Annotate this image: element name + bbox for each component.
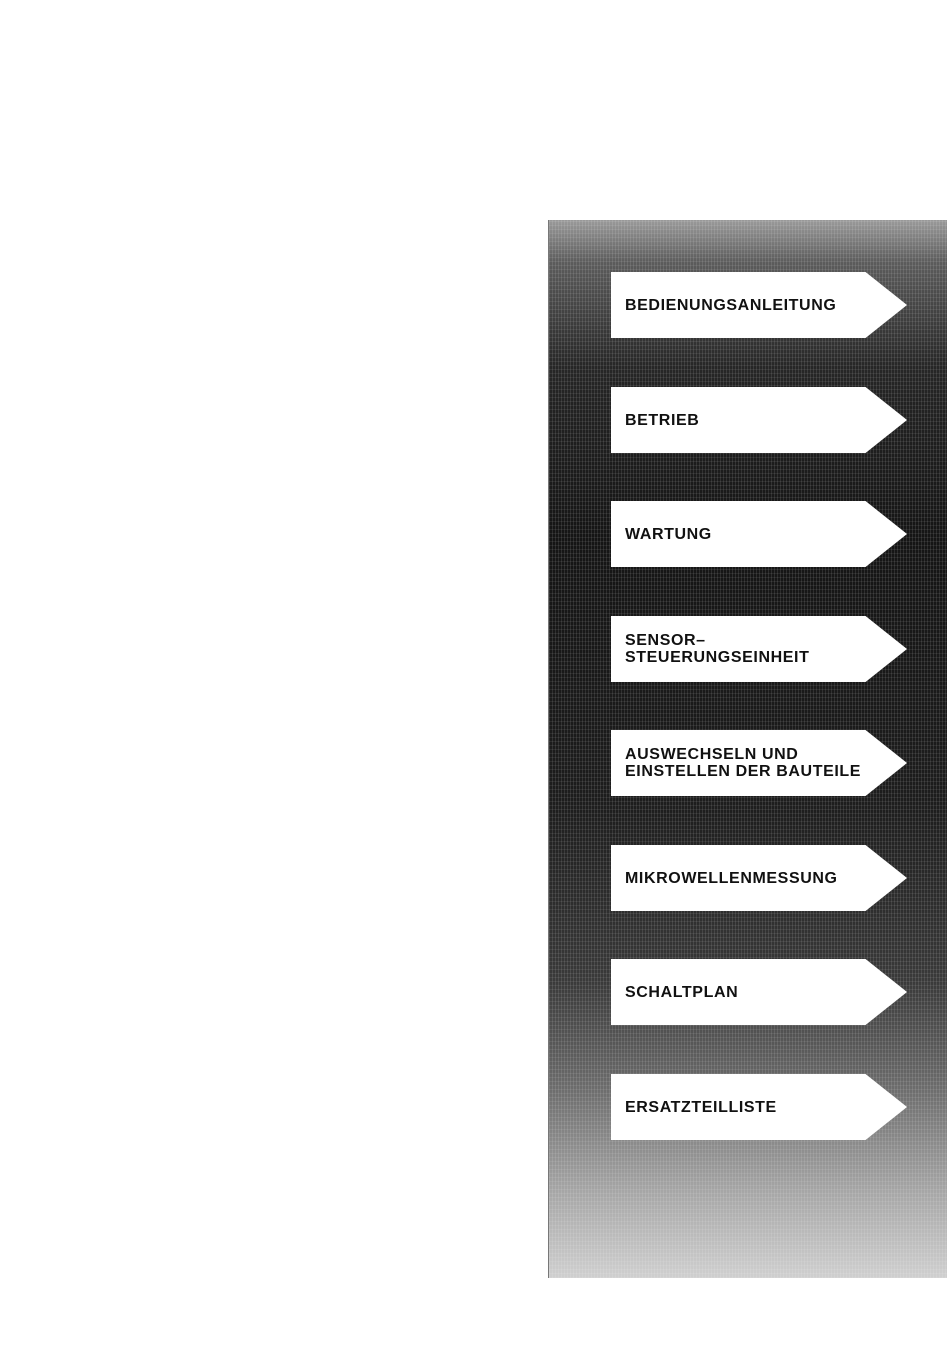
tab-wartung[interactable]: WARTUNG	[611, 501, 907, 567]
tab-label: WARTUNG	[611, 526, 712, 543]
tab-mikrowellenmessung[interactable]: MIKROWELLENMESSUNG	[611, 845, 907, 911]
faded-background-text	[553, 224, 941, 274]
tab-label: AUSWECHSELN UND EINSTELLEN DER BAUTEILE	[611, 746, 861, 780]
tab-label: MIKROWELLENMESSUNG	[611, 870, 838, 887]
tab-betrieb[interactable]: BETRIEB	[611, 387, 907, 453]
tab-schaltplan[interactable]: SCHALTPLAN	[611, 959, 907, 1025]
tab-label: SCHALTPLAN	[611, 984, 738, 1001]
tab-label: SENSOR– STEUERUNGSEINHEIT	[611, 632, 809, 666]
tab-ersatzteilliste[interactable]: ERSATZTEILLISTE	[611, 1074, 907, 1140]
tab-sensor-steuerungseinheit[interactable]: SENSOR– STEUERUNGSEINHEIT	[611, 616, 907, 682]
tab-label: BEDIENUNGSANLEITUNG	[611, 297, 836, 314]
tab-bedienungsanleitung[interactable]: BEDIENUNGSANLEITUNG	[611, 272, 907, 338]
tab-auswechseln-und-einstellen[interactable]: AUSWECHSELN UND EINSTELLEN DER BAUTEILE	[611, 730, 907, 796]
tab-label: ERSATZTEILLISTE	[611, 1099, 777, 1116]
tab-label: BETRIEB	[611, 412, 699, 429]
